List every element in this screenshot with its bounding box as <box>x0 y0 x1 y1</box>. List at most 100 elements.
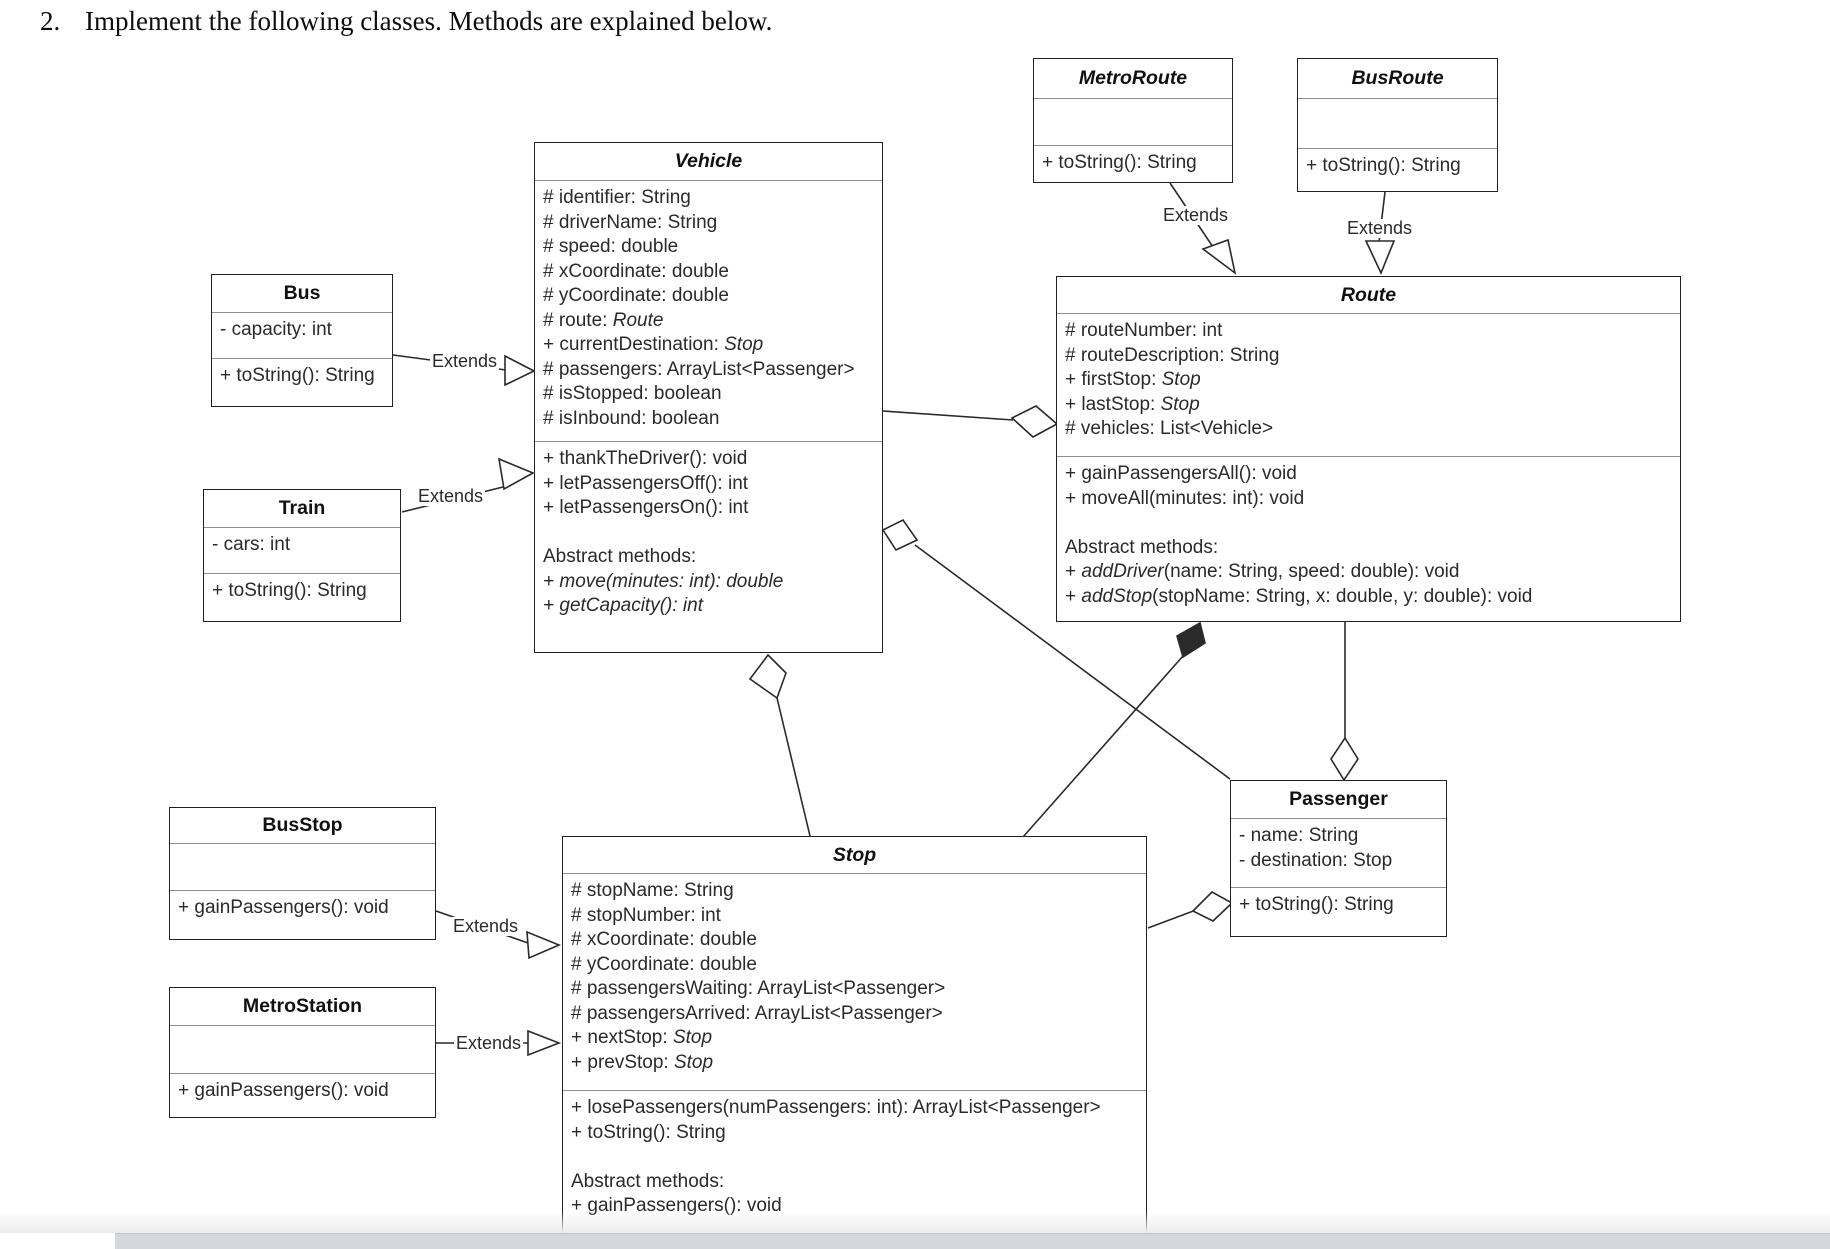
class-attributes: # routeNumber: int # routeDescription: St… <box>1057 314 1680 457</box>
uml-line: + currentDestination: Stop <box>543 334 764 355</box>
extends-label-bus: Extends <box>430 351 500 371</box>
class-title: Bus <box>212 275 392 313</box>
extends-label-busstop: Extends <box>451 916 521 936</box>
uml-line: + gainPassengersAll(): void <box>1065 463 1297 484</box>
class-title: Route <box>1057 277 1680 314</box>
uml-line: # identifier: String <box>543 187 691 208</box>
class-box-passenger: Passenger - name: String- destination: S… <box>1230 780 1447 937</box>
uml-line: + getCapacity(): int <box>543 595 703 616</box>
route-vehicle-aggregation-line <box>882 410 1014 421</box>
uml-line <box>571 1145 1138 1170</box>
class-title: MetroRoute <box>1034 59 1232 99</box>
uml-line: + toString(): String <box>212 580 367 601</box>
class-methods: + losePassengers(numPassengers: int): Ar… <box>563 1091 1146 1219</box>
class-attributes: - cars: int <box>204 528 400 574</box>
uml-line: # yCoordinate: double <box>571 953 757 975</box>
uml-line: + gainPassengers(): void <box>571 1195 782 1216</box>
uml-line: # routeDescription: String <box>1065 344 1280 366</box>
uml-line: # routeNumber: int <box>1065 320 1223 341</box>
exercise-number: 2. <box>40 6 61 36</box>
class-methods: + gainPassengersAll(): void + moveAll(min… <box>1057 457 1680 609</box>
class-methods: + gainPassengers(): void <box>170 891 435 921</box>
class-box-busstop: BusStop + gainPassengers(): void <box>169 807 436 940</box>
vehicle-passenger-aggregation-diamond-icon <box>881 518 919 552</box>
class-attributes <box>170 1026 435 1074</box>
uml-line: Abstract methods: <box>543 546 697 567</box>
extends-label-busroute: Extends <box>1345 218 1415 238</box>
class-methods: + thankTheDriver(): void + letPassengersO… <box>535 442 882 619</box>
class-box-vehicle: Vehicle # identifier: String # driverName… <box>534 142 883 653</box>
uml-line: # speed: double <box>543 236 679 257</box>
class-methods: + toString(): String <box>1034 146 1232 176</box>
vehicle-passenger-aggregation-line <box>914 544 1231 780</box>
uml-line: # isInbound: boolean <box>543 407 720 429</box>
uml-line: + lastStop: Stop <box>1065 393 1200 415</box>
uml-line: # isStopped: boolean <box>543 383 722 404</box>
uml-line: + addStop(stopName: String, x: double, y… <box>1065 585 1533 607</box>
class-box-metroroute: MetroRoute + toString(): String <box>1033 58 1233 183</box>
uml-line: - destination: Stop <box>1239 849 1393 871</box>
class-box-train: Train - cars: int + toString(): String <box>203 489 401 622</box>
uml-line: - capacity: int <box>220 319 332 340</box>
uml-line: + thankTheDriver(): void <box>543 448 748 469</box>
vehicle-stop-aggregation-line <box>776 697 811 837</box>
stop-passenger-line <box>1147 909 1197 929</box>
class-title: Train <box>204 490 400 528</box>
uml-line: + moveAll(minutes: int): void <box>1065 487 1305 509</box>
bus-extends-arrowhead-icon <box>504 354 536 387</box>
uml-line: # passengersArrived: ArrayList<Passenger… <box>571 1002 943 1024</box>
vehicle-stop-aggregation-diamond-icon <box>748 653 787 700</box>
uml-line: # passengers: ArrayList<Passenger> <box>543 358 855 380</box>
class-title: Vehicle <box>535 143 882 181</box>
uml-line: Abstract methods: <box>571 1170 725 1192</box>
route-stop-composition-diamond-icon <box>1176 621 1206 659</box>
busstop-extends-arrowhead-icon <box>526 930 562 960</box>
train-extends-arrowhead-icon <box>497 457 535 491</box>
uml-line: # xCoordinate: double <box>571 929 757 950</box>
uml-line: + toString(): String <box>220 365 375 386</box>
route-stop-composition-line <box>1022 655 1184 838</box>
uml-line: + letPassengersOn(): int <box>543 497 749 518</box>
class-attributes <box>170 844 435 891</box>
uml-line <box>1065 511 1672 536</box>
route-passenger-diamond-icon <box>1330 736 1359 782</box>
uml-line: # stopNumber: int <box>571 904 721 926</box>
class-box-bus: Bus - capacity: int + toString(): String <box>211 274 393 407</box>
class-methods: + toString(): String <box>212 359 392 389</box>
uml-line: # passengersWaiting: ArrayList<Passenger… <box>571 978 946 999</box>
uml-line: # vehicles: List<Vehicle> <box>1065 418 1274 439</box>
uml-line: # driverName: String <box>543 211 718 233</box>
class-box-busroute: BusRoute + toString(): String <box>1297 58 1498 192</box>
uml-line: - cars: int <box>212 534 291 555</box>
class-methods: + toString(): String <box>204 574 400 604</box>
uml-line: + gainPassengers(): void <box>178 897 389 918</box>
class-attributes: - name: String - destination: Stop <box>1231 819 1446 888</box>
class-attributes: # identifier: String # driverName: String… <box>535 181 882 442</box>
bottom-fade <box>0 1211 1830 1233</box>
uml-line: + losePassengers(numPassengers: int): Ar… <box>571 1097 1101 1118</box>
uml-line: # yCoordinate: double <box>543 285 729 306</box>
extends-label-metroroute: Extends <box>1161 205 1231 225</box>
extends-label-metrostation: Extends <box>454 1033 524 1053</box>
class-title: Stop <box>563 837 1146 874</box>
class-title: BusRoute <box>1298 59 1497 99</box>
class-methods: + toString(): String <box>1298 149 1497 179</box>
extends-label-train: Extends <box>416 486 486 506</box>
horizontal-scrollbar[interactable] <box>115 1233 1830 1249</box>
uml-line: + prevStop: Stop <box>571 1051 714 1073</box>
uml-line: Abstract methods: <box>1065 536 1219 558</box>
uml-line: # xCoordinate: double <box>543 260 729 282</box>
class-attributes <box>1298 99 1497 149</box>
class-methods: + gainPassengers(): void <box>170 1074 435 1104</box>
class-methods: + toString(): String <box>1231 888 1446 918</box>
busroute-extends-arrowhead-icon <box>1364 240 1396 275</box>
metroroute-extends-arrowhead-icon <box>1201 238 1237 275</box>
class-title: MetroStation <box>170 988 435 1026</box>
uml-line: + firstStop: Stop <box>1065 369 1201 390</box>
exercise-text: Implement the following classes. Methods… <box>85 6 773 36</box>
uml-line: + letPassengersOff(): int <box>543 472 749 494</box>
route-vehicle-aggregation-diamond-icon <box>1010 405 1059 438</box>
class-box-metrostation: MetroStation + gainPassengers(): void <box>169 987 436 1118</box>
uml-line: - name: String <box>1239 825 1359 846</box>
uml-line: + toString(): String <box>571 1121 726 1143</box>
